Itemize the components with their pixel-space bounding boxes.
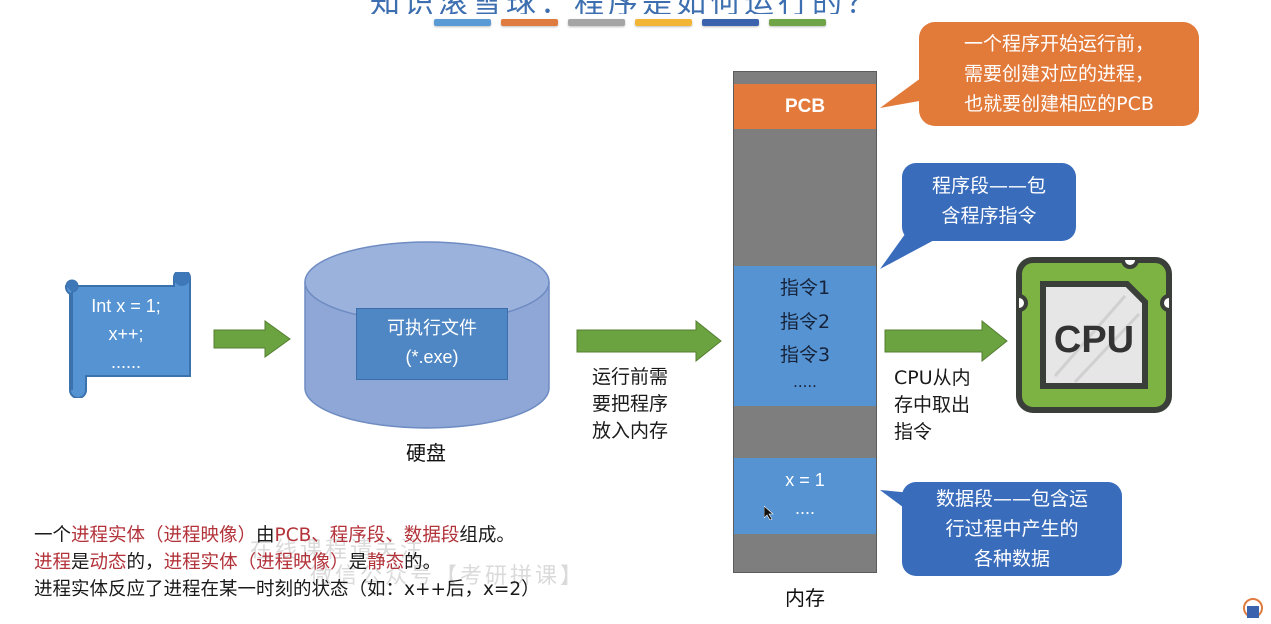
callout-line: 数据段——包含运 [935, 488, 1088, 510]
highlighted-term: PCB、程序段、数据段 [274, 525, 460, 546]
note-text: 由 [256, 525, 275, 546]
cpu-chip-label: CPU [1054, 319, 1134, 361]
program-segment-callout: 程序段——包 含程序指令 [902, 163, 1076, 241]
highlighted-term: 动态 [89, 552, 127, 573]
label-line: 指令 [894, 421, 933, 443]
cpu-fetch-label: CPU从内 存中取出 指令 [894, 365, 1004, 446]
executable-file-ext: (*.exe) [405, 347, 459, 367]
brand-logo-icon [1243, 598, 1263, 618]
highlighted-term: 进程实体（进程映像） [71, 525, 257, 546]
mouse-cursor-icon [764, 506, 774, 520]
label-line: 运行前需 [592, 366, 669, 388]
hard-disk-label: 硬盘 [406, 441, 446, 465]
pcb-callout: 一个程序开始运行前， 需要创建对应的进程， 也就要创建相应的PCB [919, 22, 1199, 126]
memory-block: PCB 指令1 指令2 指令3 ..... x = 1 .... [733, 71, 877, 573]
source-code-scroll-icon [64, 272, 191, 398]
callout-line: 各种数据 [973, 548, 1050, 570]
note-text: 的， [126, 552, 164, 573]
note-text: 的。 [404, 552, 442, 573]
color-bar [434, 19, 491, 26]
arrow-right-icon [884, 320, 1008, 362]
note-text: 组成。 [459, 525, 515, 546]
note-line: 进程是动态的，进程实体（进程映像）是静态的。 [34, 549, 540, 576]
label-line: 放入内存 [592, 420, 669, 442]
callout-pointer [880, 75, 925, 108]
highlighted-term: 进程 [34, 552, 72, 573]
callout-line: 行过程中产生的 [945, 518, 1079, 540]
callout-line: 需要创建对应的进程， [963, 63, 1154, 85]
data-segment-callout: 数据段——包含运 行过程中产生的 各种数据 [902, 482, 1122, 576]
arrow-right-icon [213, 320, 291, 358]
code-line: x++; [108, 324, 144, 344]
color-bar [635, 19, 692, 26]
instruction-ellipsis: ..... [793, 373, 817, 391]
label-line: CPU从内 [894, 367, 971, 389]
pcb-segment: PCB [734, 84, 876, 129]
instruction: 指令1 [779, 277, 831, 299]
highlighted-term: 静态 [367, 552, 405, 573]
note-line: 进程实体反应了进程在某一时刻的状态（如：x++后，x=2） [34, 579, 540, 600]
callout-line: 含程序指令 [941, 205, 1037, 227]
color-bar [501, 19, 558, 26]
data-ellipsis: .... [794, 498, 815, 518]
instruction: 指令3 [779, 344, 831, 366]
arrow-right-icon [576, 320, 722, 362]
memory-label: 内存 [785, 586, 825, 610]
code-line: Int x = 1; [91, 296, 161, 316]
callout-line: 一个程序开始运行前， [963, 33, 1154, 55]
note-text: 是 [348, 552, 368, 573]
executable-file-box: 可执行文件 (*.exe) [356, 308, 508, 380]
instruction: 指令2 [779, 311, 831, 333]
color-bar [702, 19, 759, 26]
label-line: 要把程序 [592, 393, 669, 415]
callout-line: 也就要创建相应的PCB [964, 93, 1154, 115]
data-segment: x = 1 .... [734, 458, 876, 534]
load-into-memory-label: 运行前需 要把程序 放入内存 [592, 364, 702, 445]
watermark: 在线课程请关注 [250, 538, 426, 563]
watermark: 微信公众号【考研拼课】 [310, 564, 586, 589]
color-bar [568, 19, 625, 26]
note-text: 是 [71, 552, 90, 573]
code-line: ...... [110, 352, 141, 372]
title-color-bars [434, 19, 826, 26]
source-code: Int x = 1; x++; ...... [66, 292, 186, 376]
highlighted-term: 进程实体（进程映像） [163, 552, 349, 573]
note-text: 一个 [34, 525, 72, 546]
note-line: 一个进程实体（进程映像）由PCB、程序段、数据段组成。 [34, 522, 540, 549]
executable-file-label: 可执行文件 [387, 318, 477, 339]
slide-title: 知识滚雪球：程序是如何运行的？ [370, 0, 910, 14]
color-bar [769, 19, 826, 26]
program-segment: 指令1 指令2 指令3 ..... [734, 266, 876, 406]
process-notes: 一个进程实体（进程映像）由PCB、程序段、数据段组成。 进程是动态的，进程实体（… [34, 522, 540, 603]
cpu-chip-icon: CPU [1016, 257, 1172, 413]
label-line: 存中取出 [894, 394, 971, 416]
callout-line: 程序段——包 [931, 175, 1046, 197]
data-value: x = 1 [785, 470, 825, 490]
